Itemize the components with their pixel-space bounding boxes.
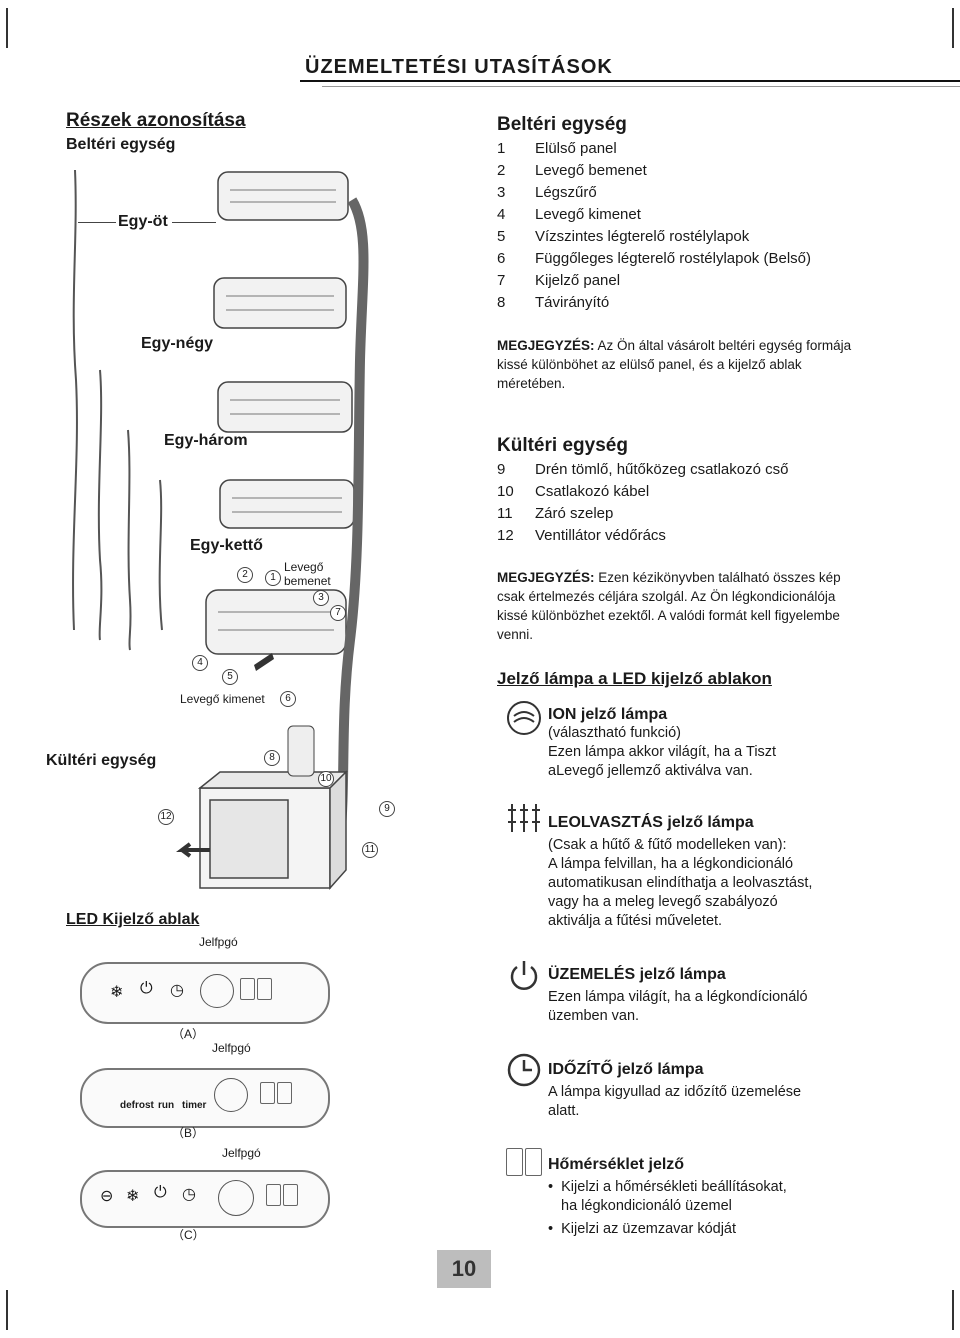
parts-subheading: Beltéri egység — [66, 136, 176, 153]
air-in-label: Levegő bemenet — [284, 560, 331, 588]
panel-a-receiver-label: Jelfpgó — [199, 935, 238, 949]
part-number-11: 11 — [362, 842, 378, 858]
part-number-1: 1 — [265, 570, 281, 586]
part-number-7: 7 — [330, 605, 346, 621]
temperature-display — [266, 1184, 300, 1211]
indoor-title: Beltéri egység — [497, 114, 627, 135]
outdoor-arrow — [176, 842, 210, 858]
parts-diagram — [72, 169, 369, 890]
decor-lines — [72, 169, 163, 651]
panel-b-caption: （B） — [172, 1126, 205, 1140]
panel-b-receiver-label: Jelfpgó — [212, 1041, 251, 1055]
indoor-note: MEGJEGYZÉS: Az Ön által vásárolt beltéri… — [497, 338, 852, 391]
list-item: • Kijelzi a hőmérsékleti beállításokat, — [548, 1179, 787, 1195]
defrost-icon — [508, 804, 540, 832]
panel-a-caption: （A） — [172, 1027, 205, 1041]
air-out-label: Levegő kimenet — [180, 692, 265, 706]
ion-lamp: ION jelző lámpa (választható funkció) Ez… — [548, 706, 777, 779]
page-number: 10 — [437, 1250, 491, 1288]
clock-icon: ◷ — [170, 982, 184, 999]
outdoor-unit — [197, 770, 348, 890]
part-number-6: 6 — [280, 691, 296, 707]
panel-c-receiver-label: Jelfpgó — [222, 1146, 261, 1160]
outdoor-title: Kültéri egység — [497, 435, 628, 456]
panel-c-caption: （C） — [172, 1228, 205, 1242]
defrost-lamp: LEOLVASZTÁS jelző lámpa (Csak a hűtő & f… — [548, 814, 813, 929]
list-item: • Kijelzi az üzemzavar kódját — [548, 1221, 737, 1237]
led-panel-a: ❄ ⏻ ◷ — [80, 962, 330, 1024]
part-number-2: 2 — [237, 567, 253, 583]
defrost-icon: ❄ — [126, 1188, 140, 1205]
timer-lamp: IDŐZÍTŐ jelző lámpa A lámpa kigyullad az… — [548, 1061, 802, 1119]
power-icon — [510, 961, 538, 990]
indoor-units — [205, 171, 355, 655]
defrost-icon: ❄ — [110, 984, 124, 1001]
outdoor-note: MEGJEGYZÉS: Ezen kézikönyvben található … — [497, 570, 841, 642]
parts-heading: Részek azonosítása — [66, 110, 246, 131]
ion-icon — [507, 701, 541, 735]
signal-receiver — [200, 974, 234, 1008]
power-icon: ⏻ — [140, 980, 153, 997]
power-icon: ⏻ — [154, 1184, 167, 1201]
crop-mark-bottom-left — [6, 1290, 30, 1330]
air-out-arrow — [254, 653, 274, 671]
page-title: ÜZEMELTETÉSI UTASÍTÁSOK — [305, 56, 613, 78]
list-item-continuation: ha légkondicionáló üzemel — [561, 1198, 732, 1214]
part-number-4: 4 — [192, 655, 208, 671]
timer-text: timer — [182, 1100, 207, 1111]
temperature-lamp: Hőmérséklet jelző • Kijelzi a hőmérsékle… — [548, 1156, 928, 1239]
connecting-pipe — [335, 197, 369, 841]
led-panel-b: defrost run timer — [80, 1068, 330, 1128]
signal-receiver — [218, 1180, 254, 1216]
led-window-title: LED Kijelző ablak — [66, 911, 200, 928]
part-number-5: 5 — [222, 669, 238, 685]
run-text: run — [158, 1100, 175, 1111]
crop-mark-bottom-right — [930, 1290, 954, 1330]
stack-label-five: Egy-öt — [118, 213, 168, 230]
part-number-10: 10 — [318, 771, 334, 787]
stack-label-two: Egy-kettő — [190, 537, 263, 554]
defrost-text: defrost — [120, 1100, 154, 1111]
crop-mark-top-right — [930, 8, 954, 48]
stack-label-three: Egy-három — [164, 432, 248, 449]
stack-label-four: Egy-négy — [141, 335, 214, 352]
clock-icon: ◷ — [182, 1186, 196, 1203]
header-rule — [300, 80, 960, 82]
header-rule-thin — [322, 86, 960, 87]
stack-leader-five-right — [172, 222, 216, 223]
signal-receiver — [214, 1078, 248, 1112]
remote-control — [287, 725, 315, 777]
part-number-9: 9 — [379, 801, 395, 817]
part-number-3: 3 — [313, 590, 329, 606]
part-number-8: 8 — [264, 750, 280, 766]
led-lamps-title: Jelző lámpa a LED kijelző ablakon — [497, 669, 772, 688]
clock-icon — [507, 1053, 541, 1087]
outdoor-unit-label: Kültéri egység — [46, 752, 157, 769]
run-lamp: ÜZEMELÉS jelző lámpa Ezen lámpa világít,… — [548, 966, 808, 1024]
temperature-display — [240, 978, 274, 1005]
stack-leader-five — [78, 222, 116, 223]
ion-icon: ⊖ — [100, 1188, 114, 1205]
temperature-display — [260, 1082, 294, 1109]
crop-mark-top-left — [6, 8, 30, 48]
part-number-12: 12 — [158, 809, 174, 825]
led-panel-c: ⊖ ❄ ⏻ ◷ — [80, 1170, 330, 1228]
temperature-display-icon — [506, 1148, 544, 1181]
indoor-unit-vents — [218, 189, 342, 631]
